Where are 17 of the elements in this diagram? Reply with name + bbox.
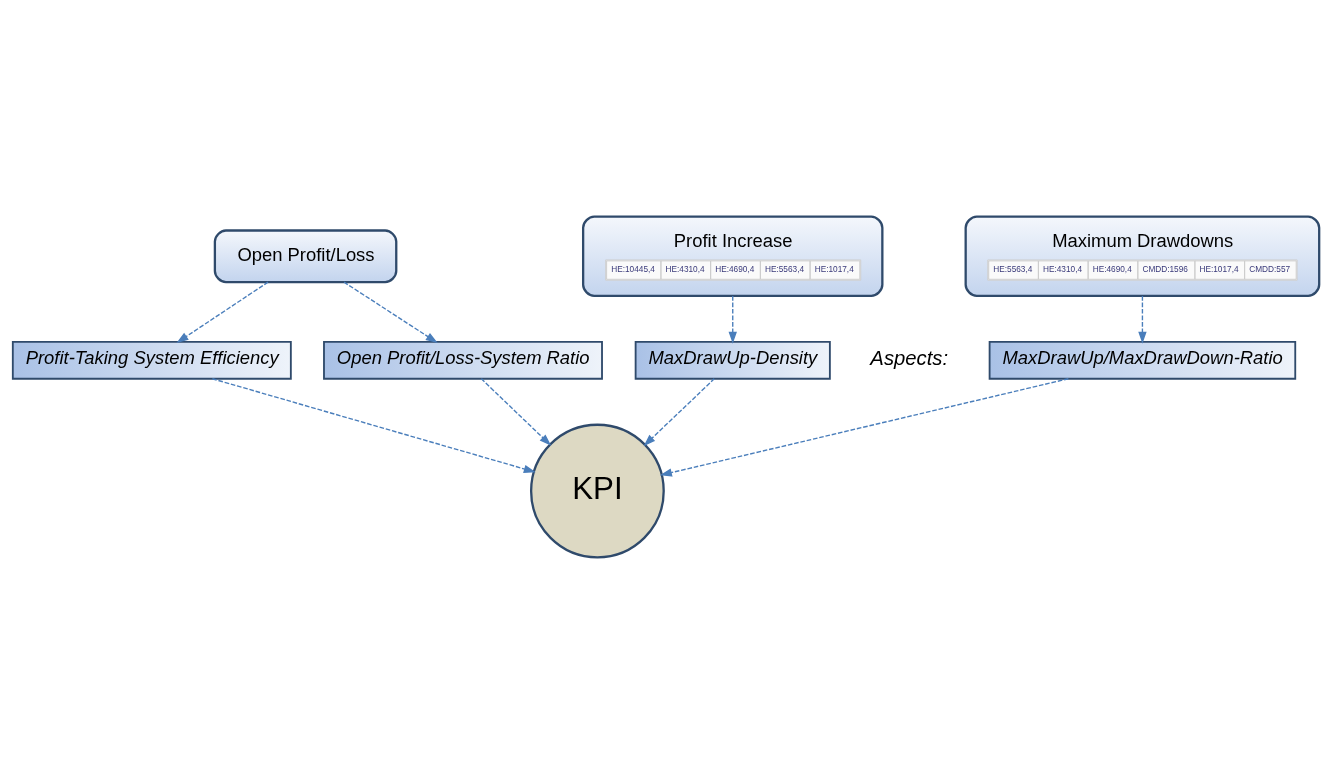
node-box: MaxDrawUp/MaxDrawDown-Ratio (988, 340, 1297, 380)
arrow (343, 281, 438, 343)
arrow (659, 377, 1070, 477)
node-circle: KPI (530, 423, 665, 558)
node-box: MaxDrawUp-Density (634, 340, 831, 380)
node-box: Profit Increase HE:10445,4 HE:4310,4 HE:4690,4 HE:5563,4 HE:1017,4 (582, 215, 884, 297)
node-box: Maximum Drawdowns HE:5563,4 HE:4310,4 HE:4690,4 CMDD:1596 HE:1017,4 CMDD:557 (964, 215, 1321, 297)
arrow (211, 377, 536, 473)
arrow (728, 294, 737, 344)
node-box: Profit-Taking System Efficiency (11, 340, 292, 380)
arrow (643, 377, 715, 446)
arrow (1138, 294, 1147, 344)
node-box: Open Profit/Loss (213, 228, 398, 283)
arrow (176, 281, 269, 343)
arrow (480, 377, 552, 446)
node-box: Open Profit/Loss-System Ratio (323, 340, 603, 380)
label: Aspects: (870, 346, 949, 369)
